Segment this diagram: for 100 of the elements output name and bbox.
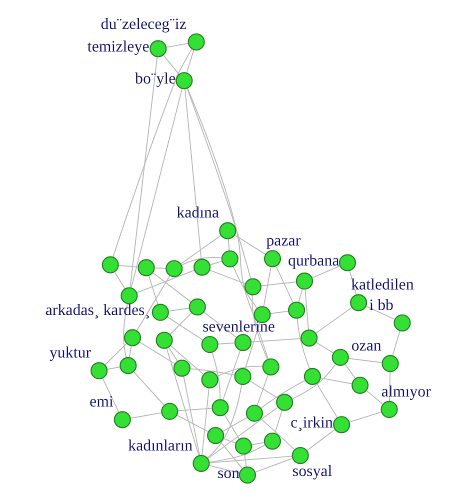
connector [212, 352, 221, 400]
connector [250, 380, 278, 398]
node-circle [234, 368, 252, 386]
connector [252, 294, 268, 360]
connector [138, 341, 176, 364]
connector [184, 88, 202, 260]
node-circle [120, 287, 138, 304]
connector [260, 418, 294, 450]
node-label: du¨zeleceg¨iz [100, 16, 186, 33]
connector [168, 347, 178, 362]
connector [250, 338, 302, 342]
connector [208, 444, 266, 463]
connector [256, 374, 269, 406]
node-circle [382, 355, 399, 372]
node-circle [234, 334, 252, 352]
node-circle [150, 40, 167, 58]
connector [154, 267, 166, 269]
node-circle [221, 250, 238, 268]
node-circle [152, 304, 169, 321]
connector [344, 364, 356, 380]
connector [177, 408, 212, 412]
connector [218, 342, 235, 344]
connector [224, 414, 240, 440]
node-circle [380, 400, 398, 418]
connector [254, 458, 293, 473]
connector [209, 270, 246, 284]
node-label: emi [90, 394, 114, 411]
connector [130, 412, 162, 419]
connector [166, 316, 204, 340]
node-circle [188, 298, 206, 316]
connector [190, 368, 236, 376]
connector [316, 383, 338, 418]
connector [170, 312, 192, 335]
connector [182, 256, 222, 266]
connector [315, 307, 352, 334]
node-circle [292, 446, 309, 464]
connector [104, 343, 127, 366]
node-circle [244, 278, 262, 296]
connector [216, 366, 263, 377]
connector [114, 272, 126, 290]
node-circle [193, 258, 211, 276]
connector [130, 88, 183, 288]
connector [180, 234, 222, 264]
connector [348, 358, 382, 364]
connector [130, 56, 158, 288]
connector [220, 441, 242, 469]
connector [222, 438, 236, 444]
connector [306, 428, 336, 451]
connector [128, 345, 132, 358]
node-circle [276, 394, 294, 411]
node-circle [138, 259, 155, 276]
node-circle [262, 358, 280, 376]
node-circle [264, 250, 282, 268]
node-circle [120, 357, 137, 374]
connector [166, 347, 200, 456]
connector [148, 274, 158, 306]
node-label: temizleye [87, 38, 150, 56]
connector [206, 384, 242, 459]
node-circle [338, 254, 356, 272]
connector [133, 371, 164, 406]
connector [366, 306, 396, 320]
connector [291, 364, 336, 400]
node-label: almıyor [381, 383, 431, 400]
node-circle [201, 336, 218, 354]
connector [208, 464, 240, 474]
node-circle [394, 314, 411, 332]
node-circle [114, 411, 131, 428]
connector [244, 322, 260, 369]
connector [274, 410, 283, 434]
node-label: sevenlerine [202, 318, 275, 336]
node-label: sosyal [292, 463, 332, 480]
node-circle [238, 466, 256, 484]
connector [207, 407, 278, 460]
connector [296, 318, 310, 370]
node-label: qurbana [288, 252, 340, 270]
node-circle [212, 399, 229, 416]
node-circle [102, 256, 119, 274]
node-circle [176, 72, 193, 90]
connector [298, 288, 303, 303]
node-circle [173, 360, 190, 377]
connector [152, 272, 192, 302]
node-circle [166, 260, 183, 278]
connector [304, 290, 309, 330]
connector [166, 42, 189, 48]
node-circle [219, 222, 236, 240]
connector [392, 330, 400, 356]
connector [170, 345, 204, 375]
node-circle [296, 272, 314, 290]
node-circle [201, 371, 218, 388]
connector [176, 414, 208, 432]
node-circle [300, 330, 318, 347]
connector [250, 442, 265, 446]
node-circle [288, 302, 306, 319]
connector [388, 371, 391, 402]
connector [186, 87, 269, 360]
node-circle [161, 402, 178, 420]
connector [222, 417, 248, 432]
connector [260, 380, 306, 408]
connector [118, 265, 138, 268]
connector [102, 378, 120, 413]
